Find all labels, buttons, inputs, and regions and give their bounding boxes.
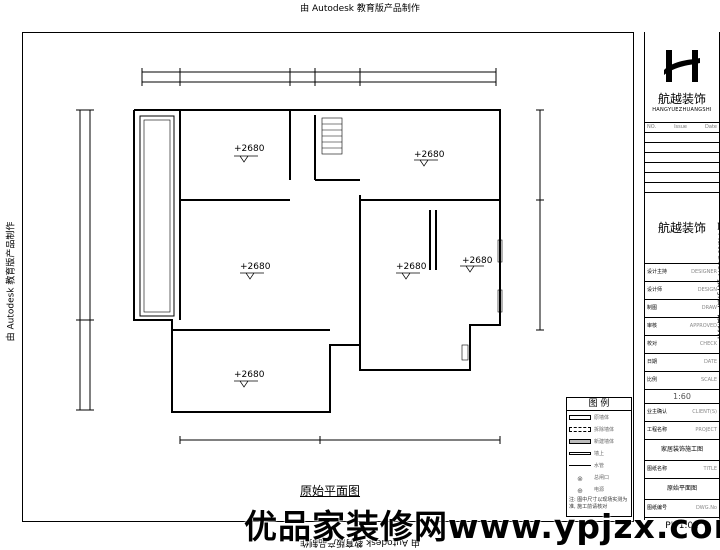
- legend-item: 拆除墙体: [567, 423, 631, 435]
- legend-item: ⊗总闸口: [567, 471, 631, 483]
- revision-row: [645, 133, 719, 143]
- legend-item: 水管: [567, 459, 631, 471]
- legend-swatch: [569, 452, 591, 455]
- legend-item: 墙上: [567, 447, 631, 459]
- legend-swatch: [569, 465, 591, 466]
- elevation-label: +2680: [240, 262, 270, 272]
- plan-title: 原始平面图: [300, 482, 360, 499]
- revision-row: [645, 153, 719, 163]
- legend-item-label: 总闸口: [594, 474, 609, 481]
- company-name-repeat: 航越装饰: [645, 193, 719, 264]
- scale-value: 1:60: [645, 390, 719, 404]
- revision-row: [645, 183, 719, 193]
- legend-swatch: [569, 439, 591, 444]
- elevation-label: +2680: [414, 150, 444, 160]
- drawing-name: 原始平面图: [645, 479, 719, 500]
- company-logo: 航越装饰 HANGYUEZHUANGSHI: [645, 32, 719, 123]
- revision-header: NO. Issue Date: [645, 123, 719, 133]
- company-name: 航越装饰: [645, 90, 719, 107]
- legend-item-label: 水管: [594, 462, 604, 469]
- elevation-label: +2680: [462, 256, 492, 266]
- revision-row: [645, 173, 719, 183]
- company-pinyin: HANGYUEZHUANGSHI: [645, 107, 719, 113]
- legend-item-label: 电源: [594, 486, 604, 493]
- elevation-label: +2680: [234, 370, 264, 380]
- revision-row: [645, 143, 719, 153]
- outlet-icon: ⊕: [569, 487, 591, 492]
- legend-swatch: [569, 427, 591, 432]
- legend-item: 新建墙体: [567, 435, 631, 447]
- legend-item-label: 原墙体: [594, 414, 609, 421]
- legend-swatch: [569, 415, 591, 420]
- legend-item-label: 拆除墙体: [594, 426, 614, 433]
- revision-row: [645, 163, 719, 173]
- legend-title: 图 例: [567, 398, 631, 411]
- title-block: 航越装饰 HANGYUEZHUANGSHI NO. Issue Date 航越装…: [644, 32, 720, 520]
- project-name: 家居装饰施工图: [645, 440, 719, 461]
- legend-item-label: 墙上: [594, 450, 604, 457]
- elevation-label: +2680: [234, 144, 264, 154]
- circle-icon: ⊗: [569, 475, 591, 480]
- logo-icon: [662, 48, 702, 84]
- legend-item-label: 新建墙体: [594, 438, 614, 445]
- legend-box: 图 例 原墙体 拆除墙体 新建墙体 墙上 水管 ⊗总闸口 ⊕电源 注: 图中尺寸…: [566, 397, 632, 517]
- site-banner: 优品家装修网www.ypjzx.com: [244, 500, 720, 548]
- legend-item: ⊕电源: [567, 483, 631, 495]
- elevation-label: +2680: [396, 262, 426, 272]
- legend-item: 原墙体: [567, 411, 631, 423]
